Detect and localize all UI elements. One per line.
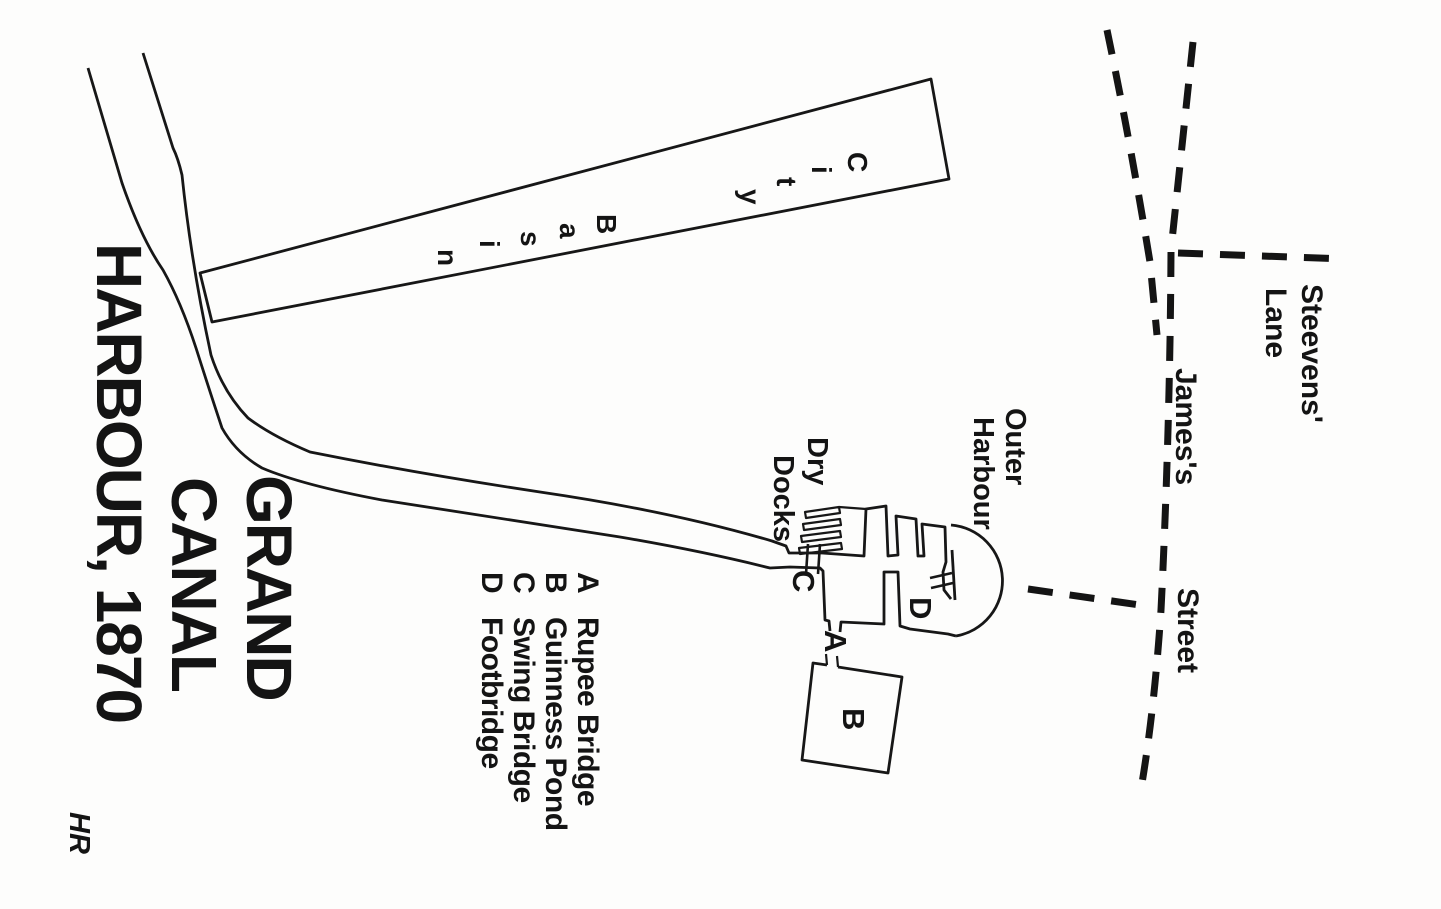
harbour-to-street-connector (1027, 585, 1141, 609)
dry-dock-quay-edge (838, 505, 867, 511)
legend-label: Swing Bridge (507, 617, 540, 803)
legend-label: Footbridge (475, 617, 508, 769)
cartographer-initials: HR (63, 812, 95, 854)
footbridge-ticks (929, 571, 954, 590)
map-title-line2: CANAL (158, 477, 230, 692)
marker-swing-bridge-c: C (786, 570, 821, 592)
legend-label: Rupee Bridge (571, 617, 604, 806)
city-basin-letter: C (842, 152, 873, 172)
outer-harbour-arc (950, 523, 1004, 638)
dry-dock-slip-1 (803, 505, 842, 520)
outer-harbour-label-line2: Harbour (967, 417, 999, 530)
city-basin-letter: t (771, 177, 802, 186)
outer-harbour-chord (950, 549, 957, 601)
city-basin-letter: i (806, 166, 837, 174)
canal-north-bank-and-basin-outline (141, 52, 953, 600)
outer-harbour-label-line1: Outer (999, 408, 1031, 485)
city-basin-outline (198, 77, 951, 324)
legend-key: A (571, 572, 604, 593)
legend-key: B (539, 572, 572, 593)
dry-dock-slip-2 (801, 517, 843, 532)
dry-dock-slip-4 (797, 541, 844, 556)
rupee-bridge-channel-notch (824, 653, 840, 668)
dry-docks-label-line2: Docks (767, 455, 799, 542)
legend-key: D (475, 572, 508, 593)
guinness-pond-outline (800, 661, 904, 775)
steevens-lane-east-segment (1177, 249, 1346, 263)
marker-footbridge-d: D (903, 597, 938, 619)
steevens-lane-label-line1: Steevens' (1295, 284, 1328, 423)
street-converging-branch (1167, 41, 1197, 251)
swing-bridge-ticks (804, 543, 822, 575)
steevens-lane-upper-branch (1103, 29, 1161, 336)
lower-basin-outline (838, 570, 957, 638)
james-street-line (1136, 251, 1175, 796)
marker-rupee-bridge-a: A (818, 630, 853, 652)
dry-docks-label-line1: Dry (801, 437, 833, 485)
canal-south-bank-and-basin-outline (86, 67, 832, 632)
james-street-label-word1: James's (1169, 368, 1202, 485)
legend-label: Guinness Pond (539, 617, 572, 831)
dry-dock-slip-3 (799, 529, 843, 544)
city-basin-letter: y (735, 189, 766, 205)
marker-guinness-pond-b: B (836, 708, 871, 730)
city-basin-letter: s (515, 231, 546, 247)
steevens-lane-label-line2: Lane (1259, 288, 1292, 358)
city-basin-letter: i (474, 240, 505, 248)
james-street-label-word2: Street (1171, 588, 1204, 673)
legend: A Rupee Bridge B Guinness Pond C Swing B… (475, 572, 604, 831)
map-title-line1: GRAND (233, 475, 305, 700)
city-basin-letter: B (591, 214, 622, 234)
map-title-line3: HARBOUR, 1870 (83, 243, 155, 722)
city-basin-letter: n (432, 249, 463, 266)
city-basin-letter: a (554, 223, 585, 239)
legend-key: C (507, 572, 540, 593)
